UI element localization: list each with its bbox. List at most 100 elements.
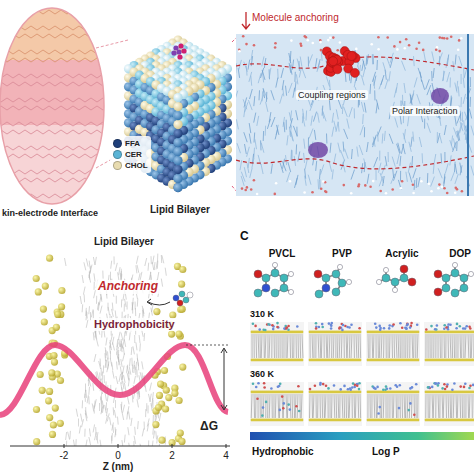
water-atom <box>404 47 407 50</box>
lipid-chain <box>271 164 272 174</box>
lipid-chain <box>124 375 126 383</box>
lipid-chain <box>336 394 338 418</box>
water-atom <box>443 187 446 190</box>
lipid-chain <box>95 399 97 407</box>
lipid-chain <box>470 334 472 358</box>
lipid-chain <box>153 256 154 264</box>
additive-atom <box>405 327 408 330</box>
lipid-chain <box>107 413 109 421</box>
water-atom <box>320 188 323 191</box>
lipid-chain <box>122 376 123 384</box>
lipid-chain <box>127 366 129 374</box>
lipid-chain <box>142 361 143 369</box>
lipid-chain <box>381 334 383 358</box>
lipid-chain <box>152 398 153 406</box>
lipid-chain <box>329 334 331 358</box>
lipid-chain <box>413 132 414 142</box>
axis-line <box>10 446 230 447</box>
lipid-chain <box>351 334 353 358</box>
lipid-chain <box>69 431 71 439</box>
lipid-chain <box>161 255 162 263</box>
additive-atom <box>445 326 448 329</box>
lipid-chain <box>112 303 114 311</box>
lipid-chain <box>309 54 313 64</box>
lipid-chain <box>382 134 384 144</box>
water-atom <box>319 41 322 44</box>
lipid-chain <box>293 88 295 98</box>
lipid-chain <box>361 102 364 112</box>
lipid-chain <box>244 167 246 177</box>
lipid-chain <box>140 272 142 280</box>
lipid-chain <box>302 334 304 358</box>
lipid-chain <box>134 376 136 384</box>
skin-cell-line <box>0 106 115 110</box>
water-atom <box>303 191 306 194</box>
lipid-chain <box>296 144 298 154</box>
lipid-chain <box>329 80 331 90</box>
lipid-chain <box>94 273 95 281</box>
additive-atom <box>465 325 468 328</box>
lipid-chain <box>338 394 340 418</box>
lipid-chain <box>458 131 460 141</box>
lipid-chain <box>265 126 266 136</box>
lipid-chain <box>248 100 252 110</box>
lipid-chain <box>283 159 285 169</box>
lipid-chain <box>391 174 395 184</box>
additive-atom <box>339 326 342 329</box>
lipid-chain <box>393 168 394 178</box>
headgroup-ball <box>51 359 58 366</box>
lipid-chain <box>324 394 326 418</box>
lipid-chain <box>129 412 130 420</box>
additive-atom <box>296 325 299 328</box>
molecule-atom <box>262 274 270 282</box>
lipid-chain <box>132 365 133 373</box>
lipid-chain <box>137 399 139 407</box>
lipid-chain <box>431 334 432 358</box>
lipid-ball <box>173 183 182 192</box>
lipid-chain <box>454 334 456 358</box>
lipid-chain <box>269 68 271 78</box>
lipid-chain <box>146 403 147 411</box>
lipid-chain <box>118 357 120 365</box>
lipid-chain <box>129 332 131 340</box>
lipid-chain <box>122 412 124 420</box>
additive-atom <box>406 323 409 326</box>
lipid-chain <box>360 125 363 135</box>
lipid-chain <box>376 60 378 70</box>
lipid-chain <box>279 394 281 418</box>
lipid-chain <box>102 372 103 380</box>
skin-outline <box>0 8 104 204</box>
lipid-chain <box>131 418 132 426</box>
lipid-chain <box>303 153 305 163</box>
lipid-chain <box>137 299 139 307</box>
lipid-chain <box>133 441 134 446</box>
lipid-chain <box>331 394 332 418</box>
lipid-chain <box>413 168 416 178</box>
lipid-ball <box>173 111 182 120</box>
bilayer-snapshot <box>424 322 474 366</box>
lipid-chain <box>254 96 255 106</box>
lipid-chain <box>290 394 292 418</box>
water-atom <box>274 46 277 49</box>
water-atom <box>253 179 256 182</box>
lipid-chain <box>278 394 280 418</box>
lipid-chain <box>376 170 377 180</box>
lipid-chain <box>460 111 461 121</box>
lipid-chain <box>108 303 109 311</box>
lipid-chain <box>308 175 311 185</box>
lipid-chain <box>424 119 425 129</box>
lipid-chain <box>148 394 150 402</box>
lipid-ball <box>173 147 182 156</box>
lipid-chain <box>456 334 457 358</box>
lipid-ball <box>173 165 182 174</box>
lipid-chain <box>90 312 91 320</box>
water-atom <box>311 191 314 194</box>
lipid-chain <box>432 52 434 62</box>
lipid-chain <box>400 171 401 181</box>
lipid-chain <box>413 334 414 358</box>
water-atom <box>446 37 449 40</box>
lipid-chain <box>118 332 120 340</box>
lipid-chain <box>81 414 83 422</box>
lipid-chain <box>468 334 470 358</box>
lipid-chain <box>310 101 314 111</box>
